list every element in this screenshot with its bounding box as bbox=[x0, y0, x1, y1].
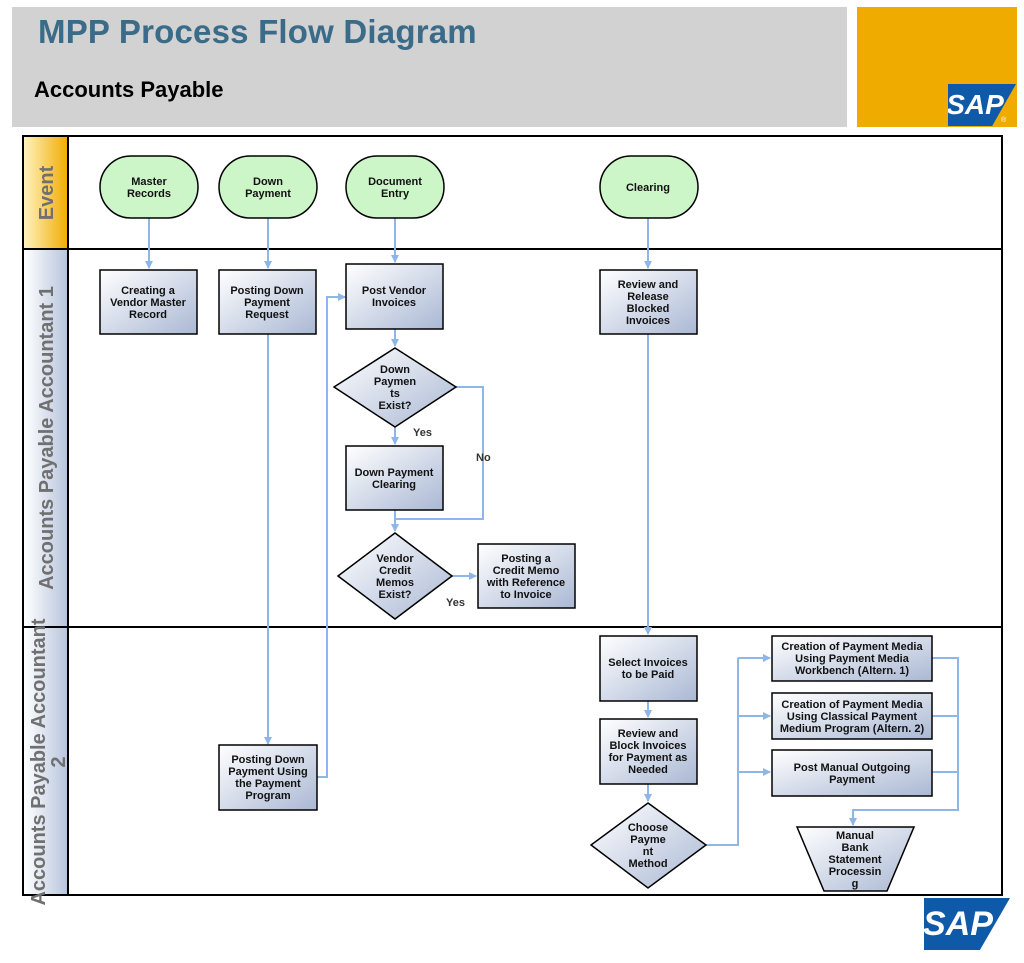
process-posting-down-payment-program bbox=[218, 744, 318, 811]
logo-text: SAP bbox=[946, 89, 1004, 120]
event-down-payment bbox=[218, 155, 318, 219]
process-down-payment-clearing bbox=[345, 445, 444, 511]
edge-label-yes: Yes bbox=[413, 427, 432, 439]
lane-header-ap1 bbox=[24, 250, 68, 626]
event-document-entry bbox=[345, 155, 445, 219]
edge-program-to-post-vendor bbox=[317, 293, 346, 778]
edge-label-no: No bbox=[476, 452, 491, 464]
node-label-clearing: Clearing bbox=[626, 182, 670, 194]
logo-registered-mark: ® bbox=[995, 940, 1001, 947]
lane-header-ap2 bbox=[24, 628, 68, 894]
logo-registered-mark: ® bbox=[1001, 117, 1007, 124]
lane-label-ap2: Accounts Payable Accountant2 bbox=[28, 618, 70, 905]
edge-choose-to-alternatives bbox=[706, 658, 739, 846]
process-payment-media-workbench bbox=[771, 635, 933, 682]
event-master-records bbox=[99, 155, 199, 219]
lane-label-event: Event bbox=[36, 165, 58, 220]
edge-dp-exist-no bbox=[395, 386, 484, 520]
decision-choose-payment-method bbox=[589, 802, 708, 889]
lane-header-event bbox=[24, 137, 68, 248]
logo-text: SAP bbox=[923, 904, 993, 943]
process-post-manual-outgoing bbox=[771, 749, 933, 797]
connectors bbox=[145, 218, 959, 846]
event-clearing bbox=[599, 155, 699, 219]
lane-label-ap1: Accounts Payable Accountant 1 bbox=[36, 286, 58, 590]
manual-bank-statement-processing bbox=[795, 826, 916, 892]
edge-label-yes: Yes bbox=[446, 597, 465, 609]
process-posting-down-payment-request bbox=[218, 269, 317, 335]
page-subtitle: Accounts Payable bbox=[34, 77, 224, 102]
edge-alternatives-merge bbox=[849, 657, 959, 826]
decision-down-payments-exist bbox=[332, 347, 458, 428]
process-select-invoices bbox=[599, 635, 698, 702]
process-review-block-invoices bbox=[599, 718, 698, 785]
process-creating-vendor-master bbox=[99, 269, 198, 335]
process-review-release-blocked bbox=[599, 269, 698, 335]
edge-labels: Yes No Yes bbox=[413, 427, 491, 609]
node-shapes bbox=[99, 155, 933, 892]
process-post-vendor-invoices bbox=[345, 263, 444, 330]
page-title: MPP Process Flow Diagram bbox=[38, 13, 477, 50]
lane-labels: Event Accounts Payable Accountant 1 Acco… bbox=[28, 165, 70, 905]
header-banner: MPP Process Flow Diagram Accounts Payabl… bbox=[12, 7, 847, 127]
process-posting-credit-memo bbox=[477, 543, 576, 609]
decision-vendor-credit-memos bbox=[336, 532, 454, 620]
process-payment-media-classical bbox=[771, 692, 933, 740]
